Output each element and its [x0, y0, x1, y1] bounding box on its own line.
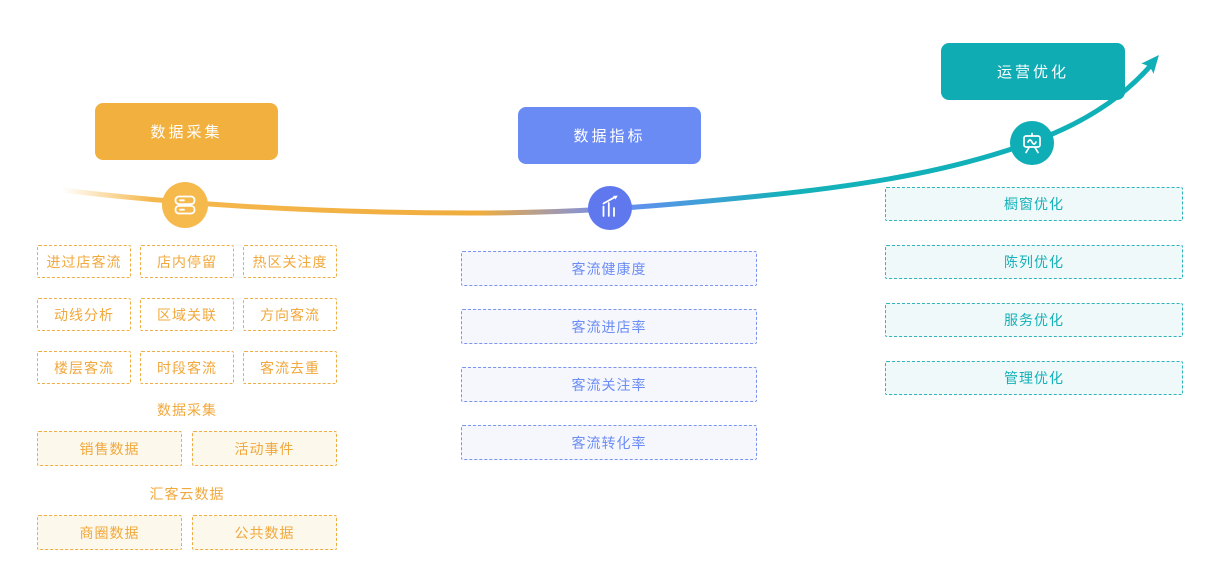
collection-items-grid: 进过店客流 店内停留 热区关注度 动线分析 区域关联 方向客流 楼层客流 时段客…	[37, 245, 337, 384]
group-label-huikeyun-data: 汇客云数据	[149, 486, 225, 502]
collection-item: 活动事件	[192, 431, 337, 466]
collection-item: 方向客流	[243, 298, 337, 331]
collection-item: 公共数据	[192, 515, 337, 550]
collection-item: 楼层客流	[37, 351, 131, 384]
group-label-sales-collection: 数据采集	[157, 402, 217, 418]
metrics-items-column: 客流健康度 客流进店率 客流关注率 客流转化率	[461, 251, 757, 460]
arrow-head-icon	[1141, 54, 1159, 74]
stage-header-optimization: 运营优化	[941, 43, 1125, 100]
collection-item: 销售数据	[37, 431, 182, 466]
bar-chart-rising-icon	[602, 195, 618, 217]
optimization-item: 橱窗优化	[885, 187, 1183, 221]
optimization-node	[1010, 121, 1054, 165]
optimization-item: 服务优化	[885, 303, 1183, 337]
collection-item: 区域关联	[140, 298, 234, 331]
optimization-item: 陈列优化	[885, 245, 1183, 279]
collection-item: 热区关注度	[243, 245, 337, 278]
collection-item: 动线分析	[37, 298, 131, 331]
metrics-node	[588, 186, 632, 230]
sales-collection-group: 销售数据 活动事件	[37, 431, 337, 466]
metric-item: 客流关注率	[461, 367, 757, 402]
server-stack-icon	[174, 195, 196, 215]
huikeyun-data-group: 商圈数据 公共数据	[37, 515, 337, 550]
metric-item: 客流转化率	[461, 425, 757, 460]
collection-item: 商圈数据	[37, 515, 182, 550]
collection-item: 店内停留	[140, 245, 234, 278]
collection-item: 时段客流	[140, 351, 234, 384]
collection-node	[162, 182, 208, 228]
collection-item: 进过店客流	[37, 245, 131, 278]
presentation-board-icon	[1023, 132, 1041, 154]
metric-item: 客流健康度	[461, 251, 757, 286]
optimization-items-column: 橱窗优化 陈列优化 服务优化 管理优化	[885, 187, 1183, 395]
metric-item: 客流进店率	[461, 309, 757, 344]
collection-item: 客流去重	[243, 351, 337, 384]
metrics-node-circle	[588, 186, 632, 230]
stage-header-collection: 数据采集	[95, 103, 278, 160]
stage-header-metrics: 数据指标	[518, 107, 701, 164]
optimization-item: 管理优化	[885, 361, 1183, 395]
